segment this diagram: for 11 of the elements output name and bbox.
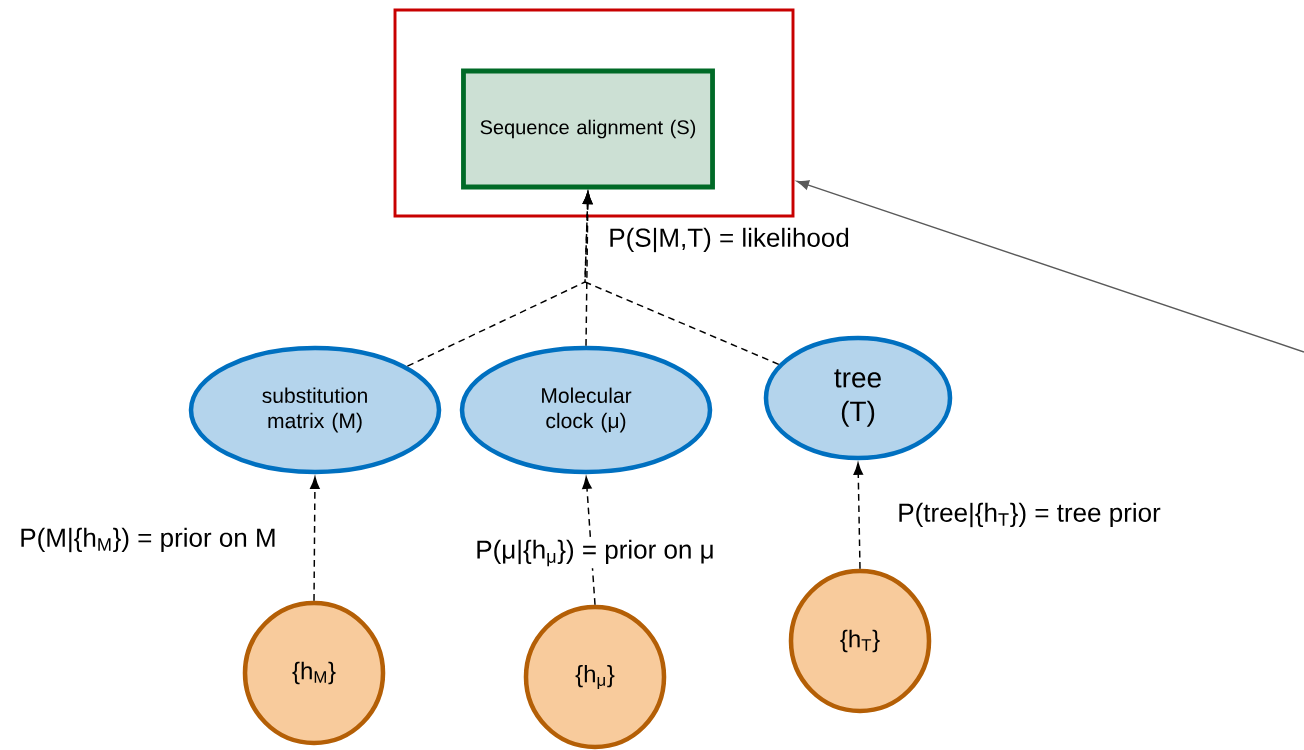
process-box: Sequence alignment (S)	[461, 68, 715, 190]
arrow	[310, 476, 320, 602]
arrow	[853, 462, 864, 570]
edge-label: P(μ|{h$_{μ}$}) = prior on μ	[473, 537, 717, 569]
arrow	[796, 180, 1304, 353]
edge-label: P(M|{h$_{M}$}) = prior on M	[17, 525, 279, 555]
edge-label: P(S|M,T) = likelihood	[606, 225, 852, 255]
arrow	[582, 476, 596, 606]
edge-label: P(tree|{h$_{T}$}) = tree prior	[895, 500, 1163, 530]
arrow	[582, 191, 780, 366]
frame-box	[393, 8, 795, 218]
